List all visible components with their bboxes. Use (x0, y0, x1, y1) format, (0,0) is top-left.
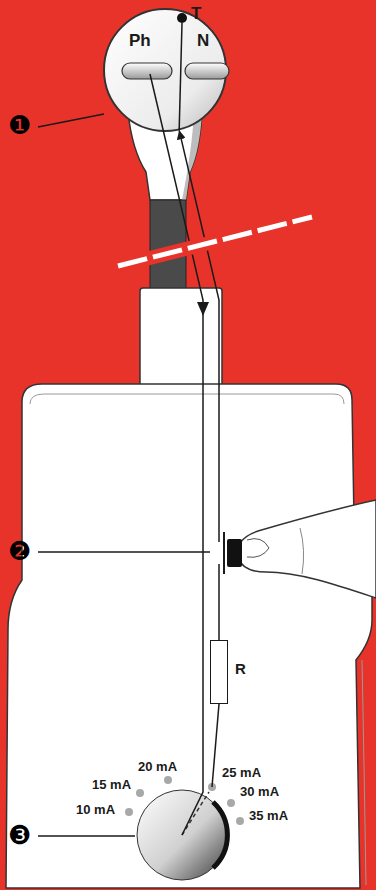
leader-line (38, 114, 104, 127)
fingernail (247, 539, 269, 558)
callout-number: ❷ (8, 538, 31, 564)
current-setting: 35 mA (249, 809, 288, 823)
current-setting: 15 mA (92, 778, 131, 792)
cable-sleeve (140, 288, 222, 392)
current-setting: 30 mA (240, 785, 279, 799)
phase-pin (122, 63, 172, 79)
resistor-label: R (235, 661, 246, 678)
earth-wire (179, 23, 182, 130)
setting-dot (136, 789, 144, 797)
setting-dot (236, 817, 244, 825)
knob-rim (213, 802, 227, 868)
wire-arrow (197, 302, 209, 316)
resistor-wire (212, 704, 219, 787)
phase-label: Ph (129, 32, 151, 51)
leader-line (38, 551, 210, 552)
setting-dot (164, 776, 172, 784)
current-setting: 25 mA (222, 766, 261, 780)
test-button (227, 539, 242, 567)
earth-socket (177, 13, 187, 23)
plug: T Ph N (103, 8, 227, 132)
resistor-symbol: R (210, 640, 228, 704)
neutral-pin (185, 63, 229, 79)
plug-outline (103, 8, 227, 132)
housing-edge (30, 394, 344, 404)
callout-number: ❸ (8, 822, 31, 848)
setting-dot (227, 799, 235, 807)
earth-label: T (191, 5, 201, 24)
leader-line (38, 835, 135, 836)
break-line (118, 217, 312, 266)
housing-edge (362, 660, 366, 885)
phase-wire (150, 74, 164, 132)
finger-crease (300, 528, 304, 574)
switch-contact (223, 532, 225, 574)
current-setting: 20 mA (138, 760, 177, 774)
knob-pointer (182, 792, 209, 835)
finger (237, 500, 376, 598)
current-setting: 10 mA (76, 803, 115, 817)
tester-housing (6, 384, 372, 888)
break-gap (118, 217, 312, 266)
setting-dot (125, 808, 133, 816)
neutral-label: N (197, 32, 209, 51)
callout-number: ❶ (8, 112, 31, 138)
phase-wire (150, 74, 203, 835)
